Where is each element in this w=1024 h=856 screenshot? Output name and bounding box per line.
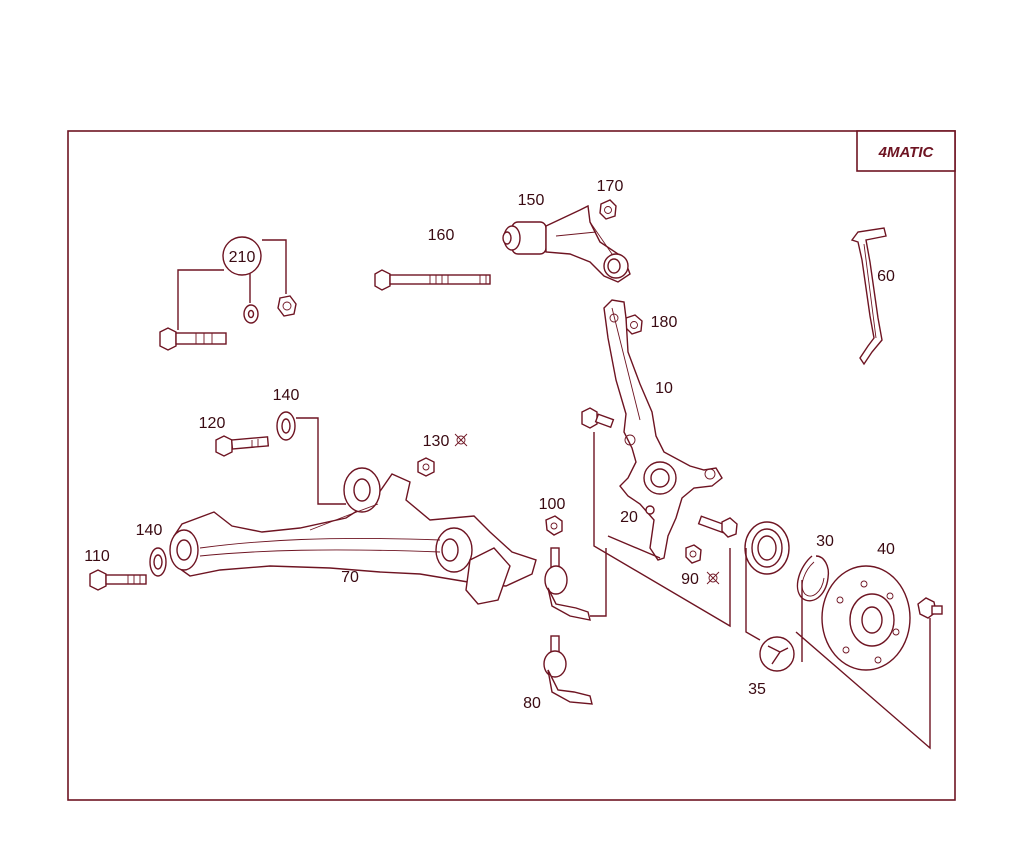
tightening-icon-130: [454, 433, 468, 447]
part-210-nut[interactable]: [277, 295, 297, 317]
label-130: 130: [423, 433, 450, 450]
label-140-upper: 140: [273, 387, 300, 404]
part-210-bolt[interactable]: [159, 327, 227, 351]
part-210-washer[interactable]: [243, 304, 259, 324]
part-180-nut[interactable]: [625, 314, 643, 335]
label-70: 70: [341, 569, 359, 586]
part-30-wheel-bearing[interactable]: [744, 521, 790, 575]
leader-35-group: [593, 432, 931, 750]
label-160: 160: [428, 227, 455, 244]
hub-bolt[interactable]: [917, 597, 943, 619]
part-70-lower-control-arm[interactable]: [169, 467, 537, 605]
part-140-washer-lower[interactable]: [149, 547, 167, 577]
part-170-nut[interactable]: [599, 199, 617, 220]
part-10-steering-knuckle[interactable]: [603, 299, 723, 561]
label-60: 60: [877, 268, 895, 285]
part-60-bracket[interactable]: [850, 227, 887, 366]
4matic-badge-text: 4MATIC: [878, 144, 935, 161]
part-160-bolt[interactable]: [374, 269, 491, 291]
label-30: 30: [816, 533, 834, 550]
arm-ball-joint[interactable]: [544, 547, 591, 621]
label-100: 100: [539, 496, 566, 513]
label-80: 80: [523, 695, 541, 712]
part-150-upper-arm[interactable]: [502, 204, 631, 283]
label-150: 150: [518, 192, 545, 209]
4matic-badge: 4MATIC: [856, 130, 956, 172]
part-30-snap-ring[interactable]: [796, 555, 830, 602]
part-140-washer-upper[interactable]: [276, 411, 296, 441]
part-80-ball-joint[interactable]: [543, 635, 593, 705]
label-35: 35: [748, 681, 766, 698]
part-110-bolt[interactable]: [89, 569, 147, 591]
label-10: 10: [655, 380, 673, 397]
label-20: 20: [620, 509, 638, 526]
label-210: 210: [229, 249, 256, 266]
bearing-bolt[interactable]: [697, 515, 738, 538]
label-180: 180: [651, 314, 678, 331]
label-90: 90: [681, 571, 699, 588]
part-120-bolt[interactable]: [215, 435, 270, 457]
part-35-wrench[interactable]: [759, 636, 795, 672]
leader-70-arm: [590, 548, 607, 617]
tightening-icon-90: [706, 571, 720, 585]
leader-210: [177, 239, 287, 330]
part-210-circle: [222, 236, 262, 276]
part-40-wheel-hub[interactable]: [821, 565, 911, 671]
part-130-nut[interactable]: [417, 457, 435, 477]
part-100-nut[interactable]: [545, 515, 563, 536]
label-140-lower: 140: [136, 522, 163, 539]
label-110: 110: [84, 548, 110, 565]
knuckle-bolt[interactable]: [581, 407, 615, 429]
label-40: 40: [877, 541, 895, 558]
diagram-frame: [67, 130, 956, 801]
label-170: 170: [597, 178, 624, 195]
part-90-nut[interactable]: [685, 544, 702, 564]
label-120: 120: [199, 415, 226, 432]
part-20-pin[interactable]: [645, 505, 655, 515]
leader-140-upper: [296, 417, 346, 505]
